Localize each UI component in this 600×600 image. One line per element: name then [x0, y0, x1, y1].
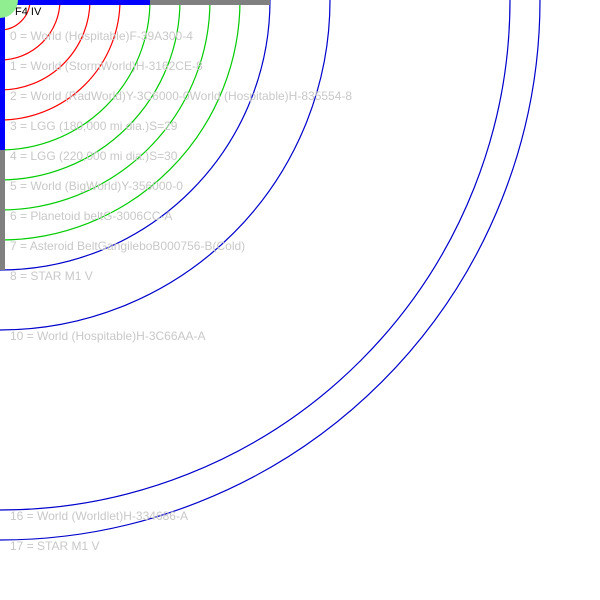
orbit-label-1: 1 = World (StormWorld)H-3162CE-8 — [10, 59, 203, 73]
orbit-label-7: 7 = Asteroid BeltGangileboB000756-B(Cold… — [10, 239, 245, 253]
orbit-arc-7 — [0, 0, 241, 241]
star-icon — [0, 0, 18, 18]
orbit-labels: 0 = World (Hospitable)F-39A300-4 1 = Worl… — [10, 29, 352, 553]
diagram-frame — [0, 0, 270, 270]
orbit-arc-2 — [0, 0, 91, 91]
orbit-label-16: 16 = World (Worldlet)H-334686-A — [10, 509, 188, 523]
orbit-arc-6 — [0, 0, 211, 211]
orbit-arc-16 — [0, 0, 511, 511]
orbit-label-2: 2 = World (RadWorld)Y-3C6000-0World (Hos… — [10, 89, 352, 103]
orbit-arc-17 — [0, 0, 541, 541]
orbit-arc-1 — [0, 0, 61, 61]
orbit-label-3: 3 = LGG (180,000 mi dia.)S=29 — [10, 119, 178, 133]
orbit-arcs — [0, 0, 541, 541]
orbit-label-5: 5 = World (BigWorld)Y-356000-0 — [10, 179, 183, 193]
orbit-label-8: 8 = STAR M1 V — [10, 269, 93, 283]
orbit-label-6: 6 = Planetoid beltG-3006CC-A — [10, 209, 172, 223]
orbit-label-17: 17 = STAR M1 V — [10, 539, 99, 553]
orbit-label-4: 4 = LGG (220,000 mi dia.)S=30 — [10, 149, 178, 163]
orbit-label-0: 0 = World (Hospitable)F-39A300-4 — [10, 29, 193, 43]
orbit-arc-3 — [0, 0, 121, 121]
frame-left-gray — [0, 150, 5, 270]
orbit-arc-4 — [0, 0, 151, 151]
orbit-arc-10 — [0, 0, 331, 331]
orbit-arc-5 — [0, 0, 181, 181]
frame-top-gray — [150, 0, 270, 5]
orbit-label-10: 10 = World (Hospitable)H-3C66AA-A — [10, 329, 206, 343]
star-label: F4 IV — [15, 6, 42, 18]
orbit-arc-8 — [0, 0, 271, 271]
frame-left-blue — [0, 0, 5, 150]
frame-top-blue — [0, 0, 150, 5]
